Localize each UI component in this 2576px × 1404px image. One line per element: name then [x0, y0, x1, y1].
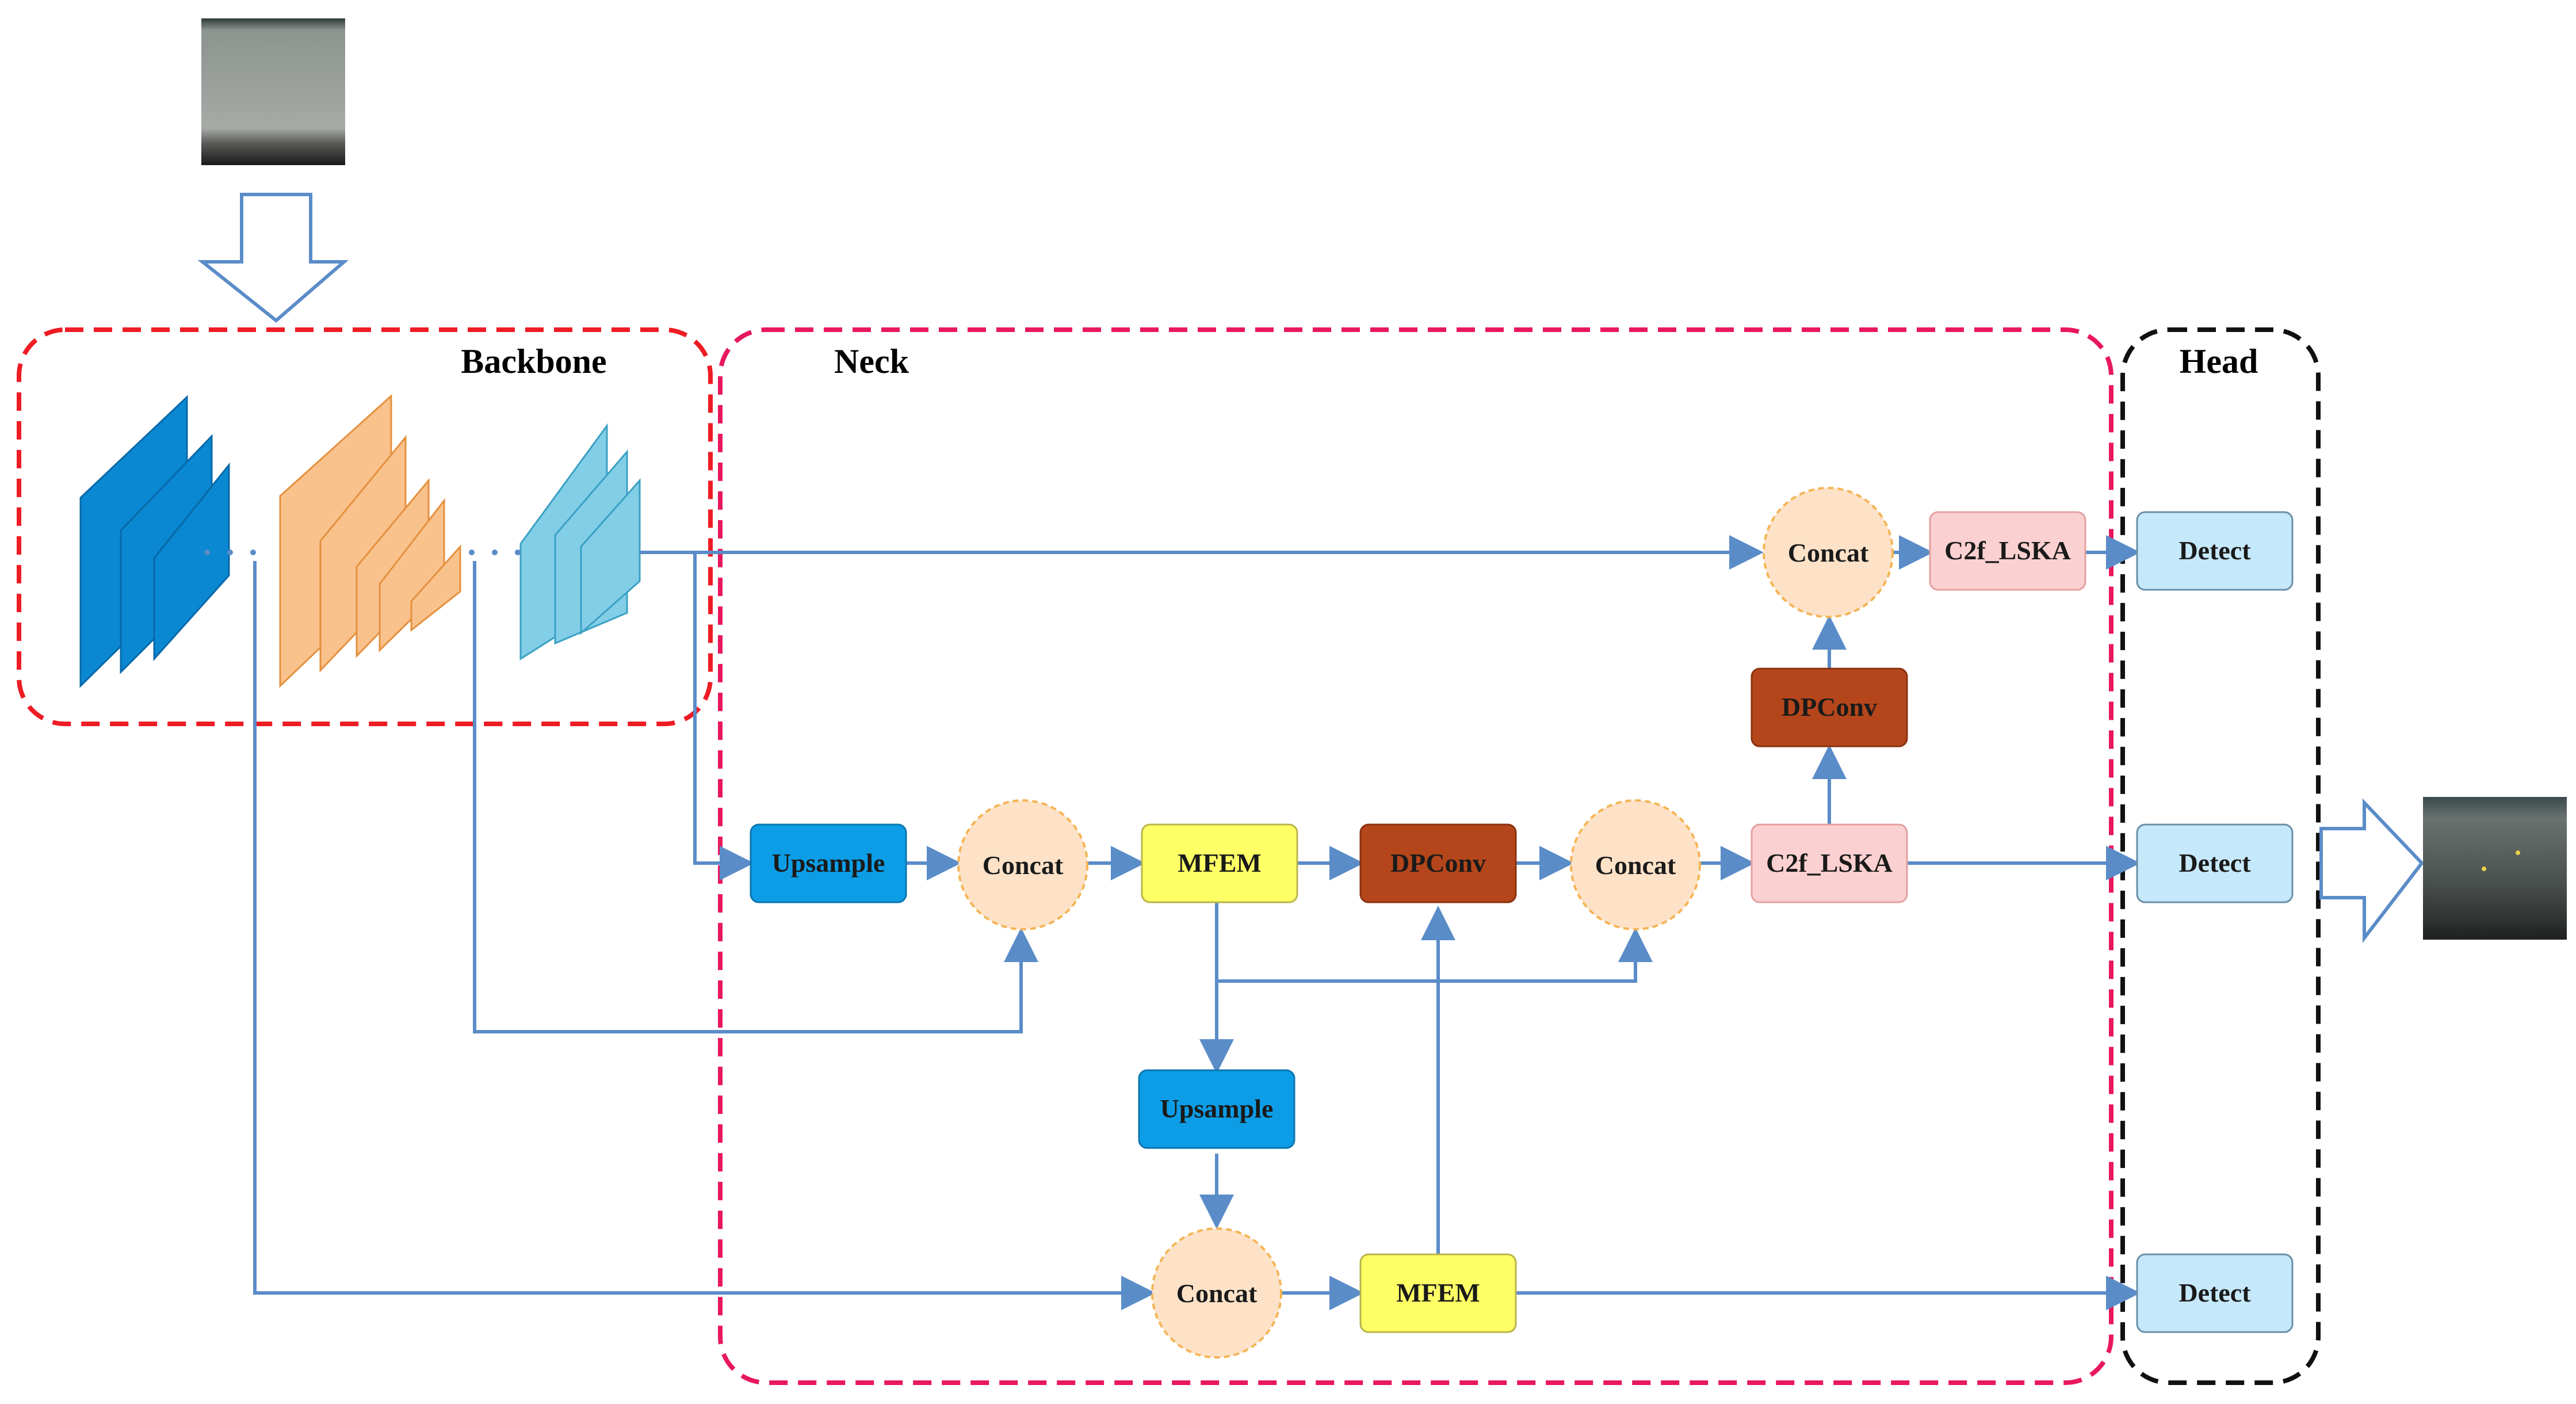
- head-title: Head: [2180, 342, 2258, 380]
- c2f-lska-2-box: C2f_LSKA: [1929, 511, 2086, 591]
- concat-2-label: Concat: [1595, 850, 1676, 880]
- concat-3-label: Concat: [1788, 538, 1869, 567]
- upsample-1-label: Upsample: [772, 848, 885, 877]
- mfem-1-box: MFEM: [1141, 823, 1298, 903]
- concat-2-node: Concat: [1570, 799, 1701, 930]
- detect-3-label: Detect: [2178, 1278, 2251, 1307]
- c2f-lska-2-label: C2f_LSKA: [1944, 536, 2071, 565]
- mfem-1-label: MFEM: [1178, 848, 1262, 877]
- dpconv-2-box: DPConv: [1751, 667, 1908, 747]
- upsample-1-box: Upsample: [750, 823, 907, 903]
- concat-4-node: Concat: [1151, 1227, 1282, 1359]
- detect-3-box: Detect: [2136, 1253, 2294, 1333]
- backbone-layers-orange: [279, 394, 461, 688]
- mfem-2-label: MFEM: [1396, 1278, 1480, 1307]
- upsample-2-label: Upsample: [1160, 1094, 1274, 1123]
- input-image: [201, 18, 345, 165]
- backbone-layers-cyan: [519, 423, 641, 661]
- mfem-2-box: MFEM: [1359, 1253, 1517, 1333]
- detect-1-box: Detect: [2136, 511, 2294, 591]
- neck-title: Neck: [834, 342, 909, 380]
- backbone-section: [17, 327, 713, 726]
- c2f-lska-1-label: C2f_LSKA: [1766, 848, 1893, 877]
- input-arrow-icon: [197, 193, 349, 323]
- backbone-layers-blue: [79, 395, 230, 688]
- output-arrow-icon: [2319, 798, 2424, 943]
- concat-1-node: Concat: [957, 799, 1088, 930]
- backbone-title: Backbone: [461, 342, 606, 380]
- dpconv-1-box: DPConv: [1359, 823, 1517, 903]
- concat-3-node: Concat: [1763, 487, 1894, 618]
- detect-1-label: Detect: [2178, 536, 2251, 565]
- upsample-2-box: Upsample: [1138, 1069, 1295, 1149]
- c2f-lska-1-box: C2f_LSKA: [1751, 823, 1908, 903]
- concat-1-label: Concat: [983, 850, 1064, 880]
- connectors: [253, 535, 2141, 1310]
- concat-4-label: Concat: [1176, 1279, 1258, 1308]
- dpconv-2-label: DPConv: [1782, 692, 1877, 722]
- backbone-ellipsis: [204, 550, 521, 555]
- dpconv-1-label: DPConv: [1390, 848, 1486, 877]
- detect-2-label: Detect: [2178, 848, 2251, 877]
- output-image: [2423, 797, 2567, 940]
- detect-2-box: Detect: [2136, 823, 2294, 903]
